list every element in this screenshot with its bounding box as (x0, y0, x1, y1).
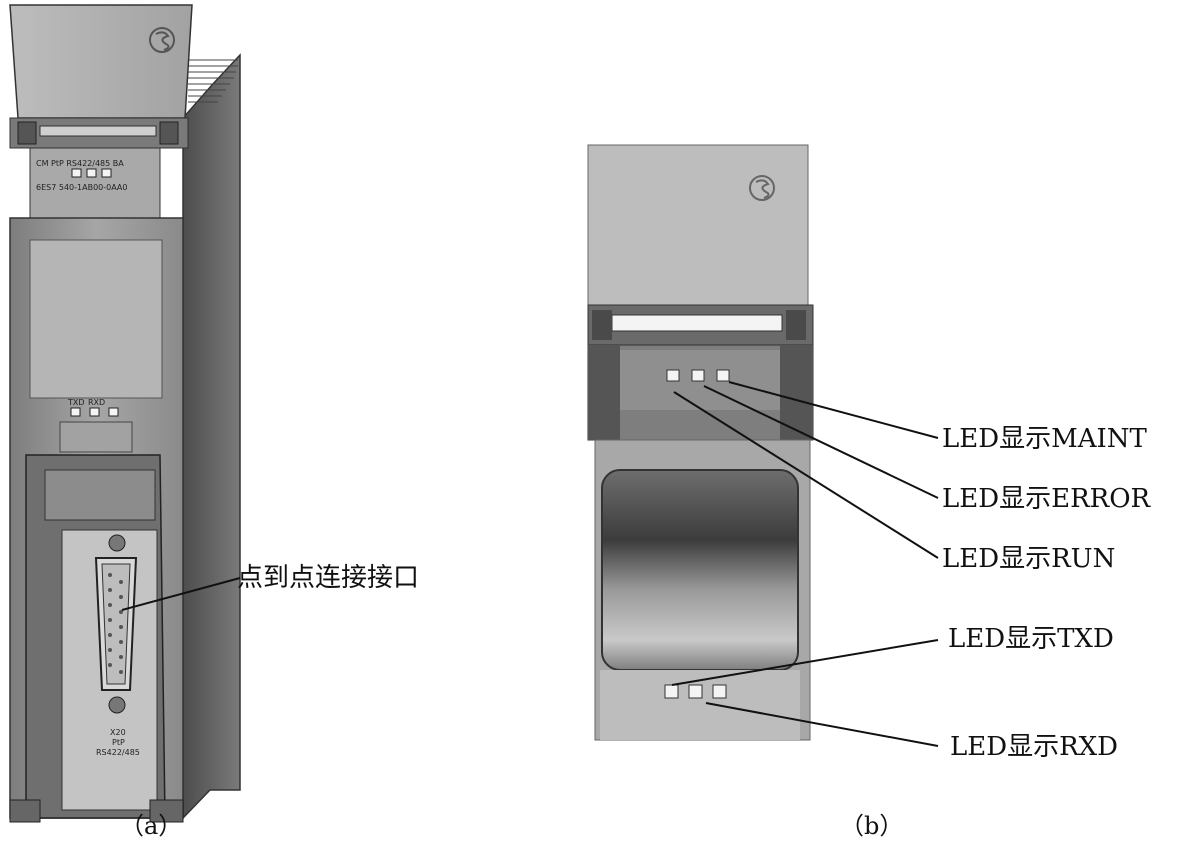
callout-led-rxd: LED显示RXD (950, 732, 1119, 762)
led-txd-b (664, 684, 679, 699)
module-front-window (29, 239, 163, 399)
module-label-strip (29, 147, 161, 219)
txd-label-a: TXD (67, 398, 85, 407)
leader-line-txd (671, 639, 939, 686)
led-run-b (666, 369, 680, 382)
flap-b (587, 144, 809, 306)
module-type-label: CM PtP RS422/485 BA (36, 159, 124, 168)
port-label-x20: X20 (110, 728, 126, 737)
callout-led-error: LED显示ERROR (942, 484, 1151, 514)
led-run-a (71, 168, 82, 178)
drum-b (601, 469, 799, 671)
leader-line-run (673, 391, 939, 559)
led-txd-a (70, 407, 81, 417)
port-label-rs: RS422/485 (96, 748, 140, 757)
siemens-logo-icon-b (749, 175, 775, 201)
led-error-a (86, 168, 97, 178)
port-label-ptp: PtP (112, 738, 125, 747)
callout-led-txd: LED显示TXD (948, 624, 1114, 654)
module-side-panel (182, 53, 241, 820)
callout-led-maint: LED显示MAINT (942, 424, 1147, 454)
leader-line-ptp (121, 577, 241, 611)
siemens-logo-icon (149, 27, 175, 53)
led-error-b (691, 369, 705, 382)
led-maint-b (716, 369, 730, 382)
module-a: CM PtP RS422/485 BA 6ES7 540-1AB00-0AA0 … (9, 4, 241, 823)
led-rxd-a (89, 407, 100, 417)
module-label-field (59, 421, 133, 453)
led-rxd-b (688, 684, 703, 699)
led-extra-b (712, 684, 727, 699)
caption-b: （b） (840, 812, 904, 840)
module-order-number: 6ES7 540-1AB00-0AA0 (36, 183, 127, 192)
module-vent-fins (188, 59, 238, 103)
rxd-label-a: RXD (88, 398, 105, 407)
led-extra-a (108, 407, 119, 417)
leader-line-maint (728, 381, 939, 439)
module-top-flap (9, 4, 193, 119)
dsub-connector (94, 534, 138, 714)
callout-ptp-interface: 点到点连接接口 (237, 563, 420, 593)
callout-led-run: LED显示RUN (942, 544, 1116, 574)
leader-line-rxd (705, 702, 939, 747)
leader-line-error (703, 385, 939, 499)
led-maint-a (101, 168, 112, 178)
caption-a: （a） (120, 812, 183, 840)
module-b (587, 144, 939, 747)
